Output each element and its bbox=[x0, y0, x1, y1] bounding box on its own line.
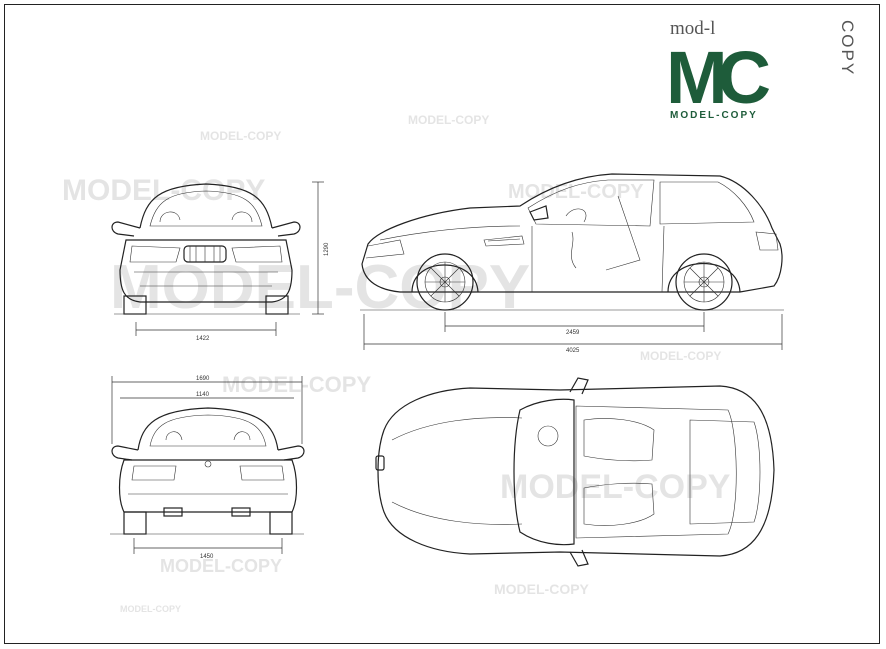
front-mirror-left bbox=[111, 221, 141, 237]
side-taillight bbox=[755, 231, 779, 251]
top-seat-right bbox=[583, 482, 655, 526]
side-steering bbox=[565, 208, 587, 223]
watermark-layer: MODEL-COPY MODEL-COPY MODEL-COPY MODEL-C… bbox=[62, 113, 731, 614]
rear-exhaust-right bbox=[231, 507, 251, 517]
top-seat-left bbox=[583, 418, 655, 462]
side-front-arch bbox=[411, 264, 479, 293]
drawing-frame bbox=[4, 4, 880, 644]
rear-mirror-left bbox=[111, 445, 139, 461]
front-windscreen bbox=[149, 190, 263, 227]
dim-rear-inner-width: 1140 bbox=[196, 392, 210, 398]
side-rear-arch bbox=[667, 263, 741, 293]
side-window-rear bbox=[659, 181, 755, 225]
watermark-text: MODEL-COPY bbox=[500, 468, 731, 506]
top-steering bbox=[537, 425, 559, 447]
watermark-text: MODEL-COPY bbox=[160, 556, 282, 576]
dim-front-track: 1422 bbox=[196, 336, 210, 342]
rear-body bbox=[118, 459, 298, 513]
front-seat-left bbox=[159, 211, 181, 223]
top-grille bbox=[375, 455, 385, 471]
rear-badge bbox=[204, 460, 212, 468]
side-body bbox=[361, 173, 783, 293]
rear-taillight-right bbox=[239, 465, 285, 481]
top-windscreen bbox=[513, 398, 575, 546]
watermark-text: MODEL-COPY bbox=[508, 181, 644, 203]
rear-window bbox=[149, 414, 267, 447]
logo-side-text: COPY bbox=[838, 20, 857, 76]
watermark-text: MODEL-COPY bbox=[110, 253, 530, 322]
rear-tyre-right bbox=[269, 511, 293, 535]
dim-rear-track: 1450 bbox=[200, 554, 214, 560]
side-seat bbox=[605, 195, 641, 271]
side-driver bbox=[571, 231, 577, 269]
rear-roof bbox=[137, 407, 279, 451]
logo-letters: MC bbox=[666, 36, 770, 119]
front-view: 1290 1422 bbox=[111, 181, 330, 342]
side-rear-wheel bbox=[675, 253, 733, 311]
watermark-text: MODEL-COPY bbox=[62, 174, 265, 207]
front-roof bbox=[139, 183, 273, 229]
watermark-text: MODEL-COPY bbox=[408, 113, 489, 127]
side-view: 2459 4025 bbox=[360, 173, 784, 354]
top-hood-lines bbox=[391, 417, 523, 525]
side-headlight bbox=[365, 239, 405, 259]
rear-tyre-left bbox=[123, 511, 147, 535]
side-door-lines bbox=[531, 225, 665, 293]
watermark-text: MODEL-COPY bbox=[120, 604, 181, 614]
top-roof bbox=[575, 405, 737, 539]
front-headlight-left bbox=[129, 245, 181, 263]
dim-wheelbase: 2459 bbox=[566, 330, 580, 336]
brand-logo: mod-l MC COPY MODEL-COPY bbox=[666, 18, 857, 121]
top-mirror-right bbox=[569, 549, 589, 567]
front-mirror-right bbox=[271, 221, 301, 237]
side-mirror bbox=[529, 205, 549, 221]
side-hood-line bbox=[379, 225, 521, 241]
watermark-text: MODEL-COPY bbox=[640, 349, 721, 363]
top-body bbox=[377, 385, 775, 557]
watermark-text: MODEL-COPY bbox=[222, 372, 371, 397]
top-mirror-left bbox=[569, 377, 589, 395]
top-view bbox=[375, 377, 775, 567]
rear-headrests bbox=[165, 431, 251, 441]
rear-view: 1690 1140 1450 bbox=[110, 376, 305, 560]
front-body bbox=[119, 239, 293, 303]
rear-exhaust-left bbox=[163, 507, 183, 517]
dim-front-height: 1290 bbox=[324, 242, 330, 256]
rear-taillight-left bbox=[131, 465, 177, 481]
side-gill bbox=[483, 235, 525, 247]
side-front-wheel bbox=[416, 253, 474, 311]
side-window-front bbox=[527, 179, 655, 227]
front-seat-right bbox=[231, 211, 253, 223]
front-bumper bbox=[134, 271, 278, 287]
watermark-text: MODEL-COPY bbox=[200, 129, 281, 143]
watermark-text: MODEL-COPY bbox=[494, 581, 590, 597]
logo-bottom-text: MODEL-COPY bbox=[670, 110, 758, 121]
rear-mirror-right bbox=[277, 445, 305, 461]
dim-rear-overall-width: 1690 bbox=[196, 376, 210, 382]
logo-top-text: mod-l bbox=[670, 18, 715, 39]
top-hatch bbox=[689, 419, 761, 525]
front-headlight-right bbox=[231, 245, 283, 263]
dim-length: 4025 bbox=[566, 348, 580, 354]
